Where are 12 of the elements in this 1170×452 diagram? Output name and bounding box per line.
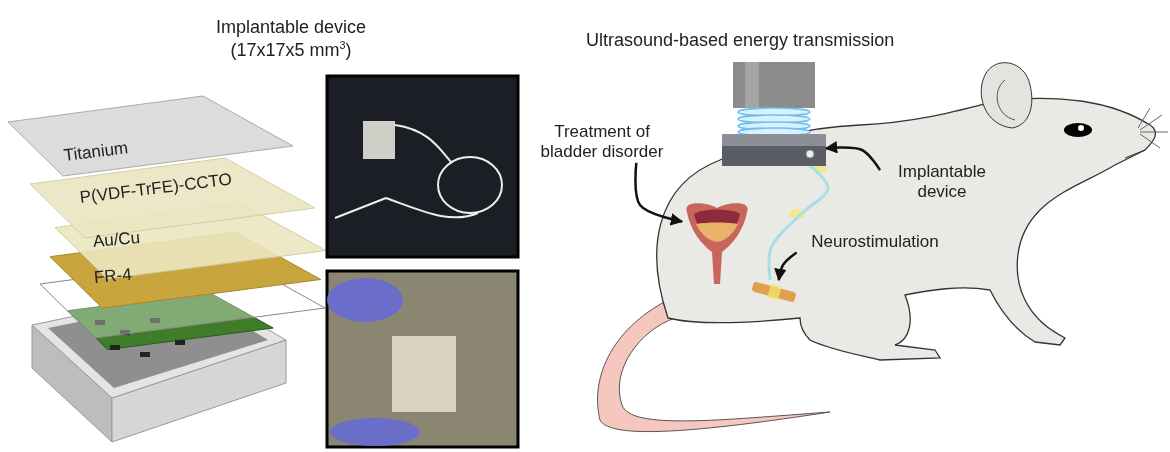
- curved-arrow: [774, 251, 798, 282]
- callout-text: Implantable device: [880, 162, 1004, 203]
- layer-label: FR-4: [93, 264, 133, 289]
- layer-label: Au/Cu: [92, 227, 141, 253]
- heading: Ultrasound-based energy transmission: [586, 30, 895, 52]
- curved-arrow: [634, 162, 684, 226]
- lead-wire: [767, 164, 830, 281]
- heading: Implantable device (17x17x5 mm$^{3}$): [214, 17, 368, 62]
- callout-text: Treatment of bladder disorder: [524, 122, 680, 163]
- implant-device-drawing: [722, 134, 826, 166]
- layer-label: Titanium: [62, 138, 130, 167]
- callout-text: Neurostimulation: [786, 232, 964, 253]
